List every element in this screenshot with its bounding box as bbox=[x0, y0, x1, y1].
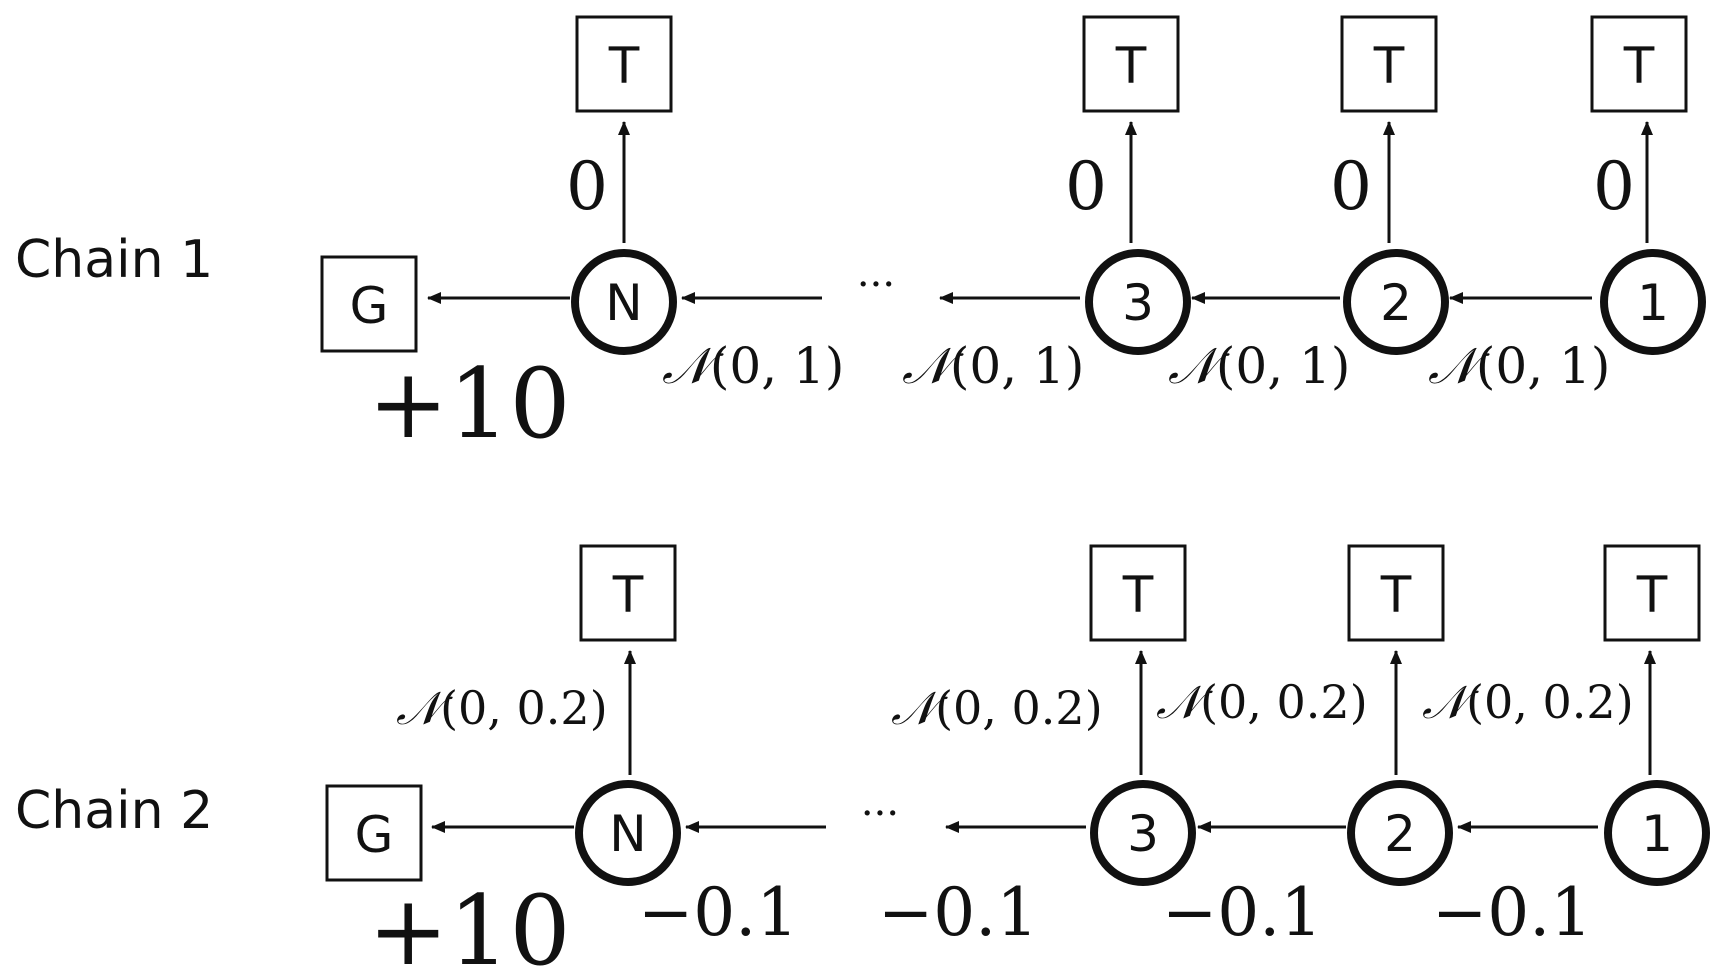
chain-2-right-label-n: −0.1 bbox=[638, 874, 798, 951]
chain-2-right-label-2: −0.1 bbox=[1162, 874, 1322, 951]
terminal-label: T bbox=[1623, 37, 1655, 95]
terminal-label: T bbox=[612, 566, 644, 624]
chain-1-right-label-n: 𝒩(0, 1) bbox=[662, 337, 844, 395]
node-label: N bbox=[609, 805, 646, 863]
terminal-label: T bbox=[1115, 37, 1147, 95]
chain-2-node-n: N bbox=[575, 780, 681, 886]
chain-1-node-1: 1 bbox=[1600, 249, 1706, 355]
chain-1-right-label-1: 𝒩(0, 1) bbox=[1428, 337, 1610, 395]
chain-2-up-label-1: 𝒩(0, 0.2) bbox=[1422, 675, 1634, 729]
chain-1-up-label-3: 0 bbox=[1065, 148, 1107, 225]
chain-2-terminal-3: T bbox=[1089, 544, 1187, 642]
node-label: 2 bbox=[1384, 805, 1416, 863]
chain-2-terminal-2: T bbox=[1347, 544, 1445, 642]
normal-args: (0, 1) bbox=[950, 337, 1084, 395]
chain-1-node-2: 2 bbox=[1343, 249, 1449, 355]
chain-2-right-label-1: −0.1 bbox=[1432, 874, 1592, 951]
chain-2-up-label-2: 𝒩(0, 0.2) bbox=[1156, 675, 1368, 729]
chain-1-goal-reward: +10 bbox=[368, 348, 571, 460]
chain-2-right-label-3: −0.1 bbox=[878, 874, 1038, 951]
chain-1-node-n: N bbox=[571, 249, 677, 355]
normal-args: (0, 1) bbox=[1476, 337, 1610, 395]
terminal-label: T bbox=[608, 37, 640, 95]
normal-args: (0, 0.2) bbox=[440, 681, 608, 735]
chain-2: Chain 2 T T T T G +10 𝒩(0, 0.2) bbox=[15, 544, 1710, 974]
chain-1-label: Chain 1 bbox=[15, 230, 213, 290]
chain-2-node-1: 1 bbox=[1604, 780, 1710, 886]
node-label: 1 bbox=[1637, 274, 1669, 332]
chain-1-right-label-2: 𝒩(0, 1) bbox=[1168, 337, 1350, 395]
terminal-label: T bbox=[1122, 566, 1154, 624]
chain-2-up-label-3: 𝒩(0, 0.2) bbox=[891, 681, 1103, 735]
chain-2-terminal-1: T bbox=[1603, 544, 1701, 642]
node-label: 3 bbox=[1122, 274, 1154, 332]
chain-1-up-label-2: 0 bbox=[1330, 148, 1372, 225]
terminal-label: T bbox=[1380, 566, 1412, 624]
chain-1-terminal-1: T bbox=[1590, 15, 1688, 113]
chain-2-ellipsis: ··· bbox=[861, 791, 899, 837]
goal-label: G bbox=[350, 277, 389, 335]
chain-1-terminal-3: T bbox=[1082, 15, 1180, 113]
chain-1: Chain 1 T T T T G +10 0 0 bbox=[15, 15, 1706, 460]
normal-args: (0, 0.2) bbox=[935, 681, 1103, 735]
terminal-label: T bbox=[1636, 566, 1668, 624]
chain-2-goal: G bbox=[325, 784, 423, 882]
terminal-label: T bbox=[1373, 37, 1405, 95]
chain-1-goal: G bbox=[320, 255, 418, 353]
node-label: 3 bbox=[1127, 805, 1159, 863]
chain-2-node-2: 2 bbox=[1347, 780, 1453, 886]
goal-label: G bbox=[355, 806, 394, 864]
normal-args: (0, 1) bbox=[1216, 337, 1350, 395]
chain-1-ellipsis: ··· bbox=[857, 262, 895, 308]
chain-2-terminal-n: T bbox=[579, 544, 677, 642]
chain-1-node-3: 3 bbox=[1085, 249, 1191, 355]
chain-1-terminal-2: T bbox=[1340, 15, 1438, 113]
chain-1-up-label-n: 0 bbox=[566, 148, 608, 225]
chain-2-up-label-n: 𝒩(0, 0.2) bbox=[396, 681, 608, 735]
chain-1-terminal-n: T bbox=[575, 15, 673, 113]
chain-1-right-label-3: 𝒩(0, 1) bbox=[902, 337, 1084, 395]
normal-args: (0, 1) bbox=[710, 337, 844, 395]
node-label: 2 bbox=[1380, 274, 1412, 332]
node-label: 1 bbox=[1641, 805, 1673, 863]
normal-args: (0, 0.2) bbox=[1200, 675, 1368, 729]
chain-1-up-label-1: 0 bbox=[1593, 148, 1635, 225]
chain-2-label: Chain 2 bbox=[15, 781, 213, 841]
normal-args: (0, 0.2) bbox=[1466, 675, 1634, 729]
chain-2-goal-reward: +10 bbox=[368, 875, 571, 974]
chain-2-node-3: 3 bbox=[1090, 780, 1196, 886]
node-label: N bbox=[605, 274, 642, 332]
